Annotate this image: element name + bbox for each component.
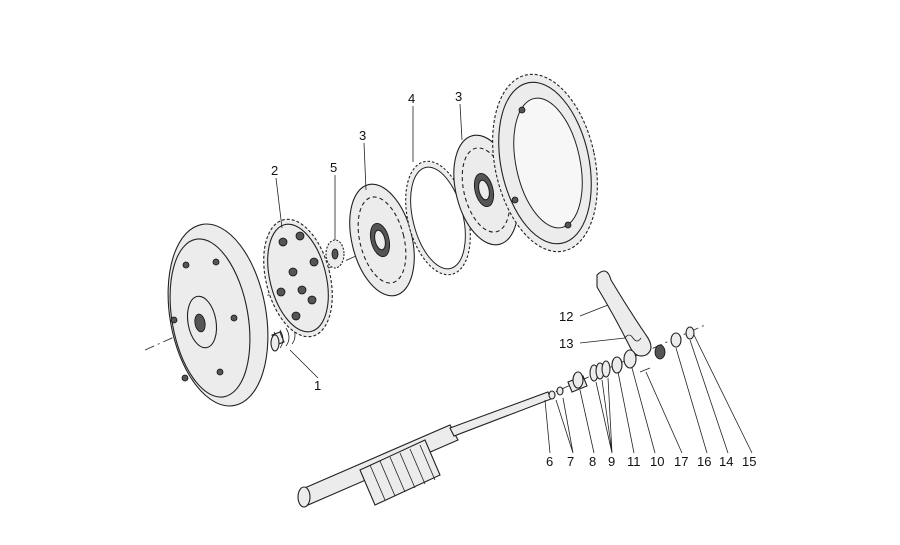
label-part-2: 2: [271, 163, 278, 178]
label-part-11: 11: [627, 454, 641, 469]
shaft-small-parts: [548, 326, 695, 400]
main-shaft: [297, 391, 552, 508]
label-part-7: 7: [567, 454, 574, 469]
label-part-14: 14: [719, 454, 733, 469]
label-part-13: 13: [559, 336, 573, 351]
toothed-ring-part-4: [405, 160, 471, 276]
small-gear-part-5: [325, 239, 345, 269]
leader-lines: [275, 103, 753, 454]
large-ring-gear: [492, 73, 598, 253]
toothed-plate-part-2: [263, 218, 333, 338]
flywheel-housing: [167, 223, 269, 407]
label-part-6: 6: [546, 454, 553, 469]
friction-disc-part-3a: [349, 183, 415, 297]
label-part-16: 16: [697, 454, 711, 469]
label-part-5: 5: [330, 160, 337, 175]
label-part-17: 17: [674, 454, 688, 469]
label-part-3a: 3: [359, 128, 366, 143]
part-labels: 1 2 5 3 4 3 12 13 6 7 8 9 11 10 17 16 14…: [271, 89, 756, 469]
label-part-9: 9: [608, 454, 615, 469]
spring-part-1: [270, 325, 296, 352]
label-part-15: 15: [742, 454, 756, 469]
label-part-3b: 3: [455, 89, 462, 104]
label-part-1: 1: [314, 378, 321, 393]
label-part-8: 8: [589, 454, 596, 469]
label-part-4: 4: [408, 91, 415, 106]
label-part-12: 12: [559, 309, 573, 324]
fork-lever-part-12: [596, 270, 666, 360]
label-part-10: 10: [650, 454, 664, 469]
